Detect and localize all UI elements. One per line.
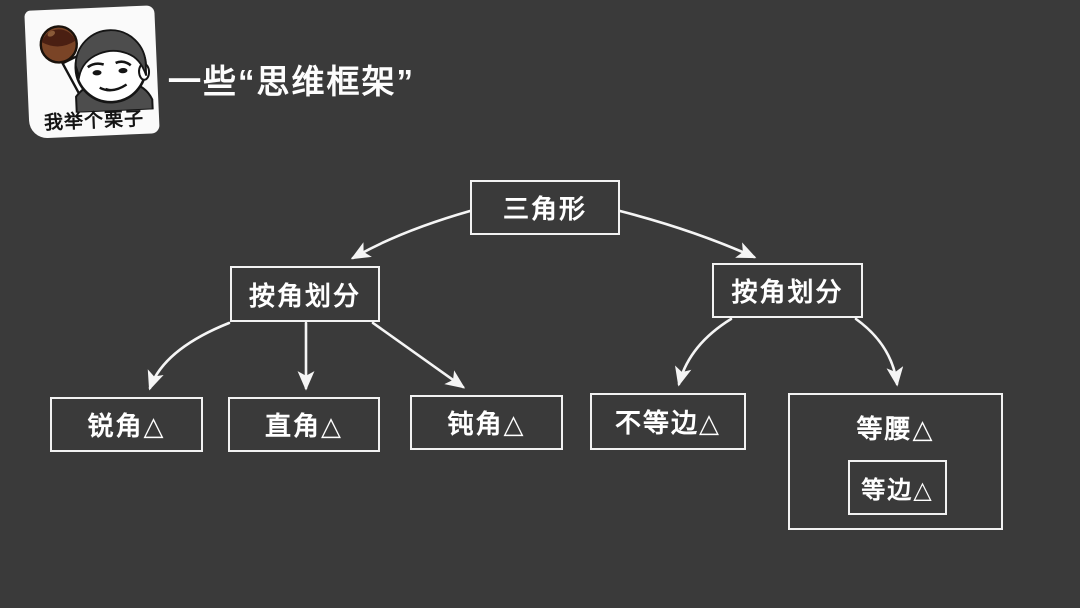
chestnut-meme-sticker: 我举个栗子 [24,5,160,139]
node-by-angle-left: 按角划分 [230,266,380,322]
node-equilateral-triangle: 等边△ [848,460,947,515]
edge-left-to-acute [147,321,231,391]
edge-root-to-left [350,209,472,260]
node-right-triangle: 直角△ [228,397,380,452]
node-by-angle-right: 按角划分 [712,263,863,318]
node-triangle: 三角形 [470,180,620,235]
chestnut-icon [39,25,78,64]
meme-figure-illustration [39,25,154,114]
edge-right-to-scalene [675,317,733,387]
node-scalene-triangle: 不等边△ [590,393,746,450]
node-isosceles-triangle: 等腰△ [788,393,1003,530]
page-title: 一些“思维框架” [168,63,415,100]
edge-left-to-obtuse [371,321,466,389]
node-acute-triangle: 锐角△ [50,397,203,452]
sticker-caption: 我举个栗子 [43,108,145,135]
edge-right-to-isosceles [854,317,904,387]
node-obtuse-triangle: 钝角△ [410,395,563,450]
edge-root-to-right [618,209,757,259]
